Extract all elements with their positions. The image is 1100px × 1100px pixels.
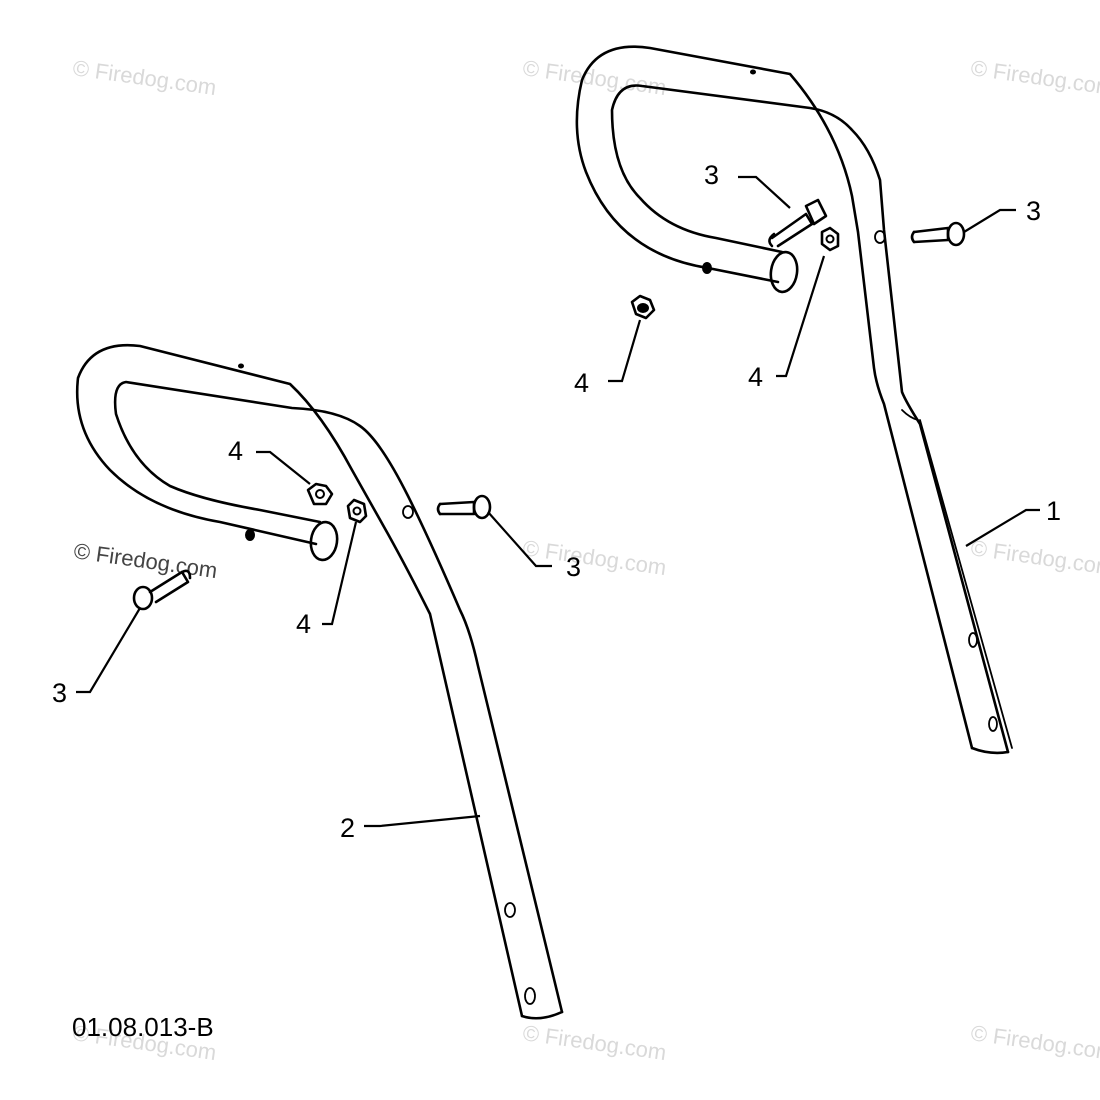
hole-icon: [245, 529, 255, 541]
hole-icon: [702, 262, 712, 274]
leader-lines: [76, 175, 1040, 828]
watermark-9: © Firedog.com: [72, 538, 219, 583]
hole-icon: [750, 69, 756, 75]
handle-part-1[interactable]: [575, 45, 1013, 755]
bolt-d[interactable]: [132, 569, 192, 611]
nut-a[interactable]: [820, 226, 840, 252]
watermark-7: © Firedog.com: [521, 1020, 668, 1065]
watermark-layer: © Firedog.com © Firedog.com © Firedog.co…: [71, 55, 1100, 1065]
watermark-3: © Firedog.com: [969, 55, 1100, 100]
nut-b[interactable]: [630, 294, 656, 320]
callout-nut-b: 4: [574, 368, 589, 398]
drawing-code: 01.08.013-B: [72, 1012, 214, 1042]
watermark-1: © Firedog.com: [71, 55, 218, 100]
callout-bolt-a: 3: [704, 160, 719, 190]
callout-bolt-b: 3: [1026, 196, 1041, 226]
nut-c[interactable]: [306, 482, 334, 506]
handle-part-2[interactable]: [75, 343, 564, 1020]
callout-bolt-c: 3: [566, 552, 581, 582]
callout-nut-a: 4: [748, 362, 763, 392]
callout-labels: 1 2 3 3 3 3 4 4 4 4: [52, 160, 1061, 843]
bolt-c[interactable]: [436, 494, 492, 520]
callout-part-2: 2: [340, 813, 355, 843]
watermark-8: © Firedog.com: [969, 1020, 1100, 1065]
nut-d[interactable]: [346, 498, 368, 524]
callout-nut-d: 4: [296, 609, 311, 639]
watermark-5: © Firedog.com: [969, 535, 1100, 580]
callout-part-1: 1: [1046, 496, 1061, 526]
bolt-b[interactable]: [910, 221, 966, 247]
watermark-4: © Firedog.com: [521, 535, 668, 580]
callout-nut-c: 4: [228, 436, 243, 466]
bolt-a[interactable]: [768, 198, 828, 248]
callout-bolt-d: 3: [52, 678, 67, 708]
hole-icon: [238, 363, 244, 369]
